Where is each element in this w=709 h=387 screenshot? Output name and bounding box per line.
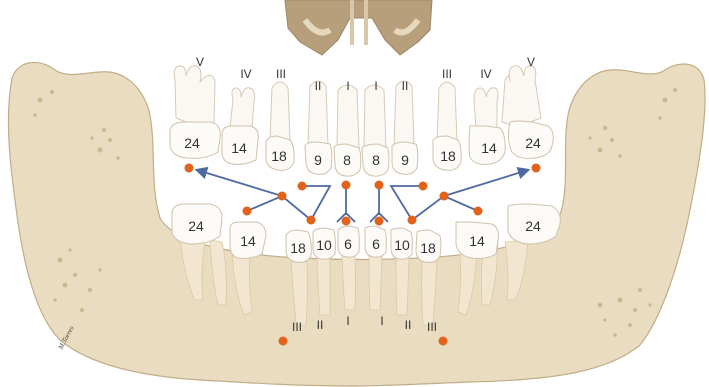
path-left-premolar: [247, 196, 311, 220]
lower-number-label: 6: [372, 236, 380, 252]
upper-number-label: 8: [372, 152, 380, 168]
dot: [474, 207, 483, 216]
dot: [532, 164, 541, 173]
upper-roman-label: III: [442, 67, 452, 81]
upper-number-label: 14: [231, 140, 247, 156]
dot: [375, 181, 384, 190]
lower-number-label: 6: [344, 236, 352, 252]
dot: [278, 192, 287, 201]
lower-number-label: 14: [469, 233, 485, 249]
lower-roman-label: II: [317, 318, 324, 332]
upper-roman-labels: V IV III II I I II III IV V: [196, 55, 535, 93]
upper-roman-label: II: [402, 79, 409, 93]
dot: [419, 182, 428, 191]
lower-number-label: 10: [394, 237, 410, 253]
lower-number-label: 14: [240, 233, 256, 249]
lower-number-label: 24: [188, 218, 204, 234]
dot: [298, 182, 307, 191]
upper-number-label: 18: [440, 148, 456, 164]
dot: [375, 217, 384, 226]
upper-number-label: 18: [271, 148, 287, 164]
dot: [408, 216, 417, 225]
arrow-upper-left: [197, 170, 282, 196]
upper-roman-label: IV: [480, 67, 491, 81]
dot: [243, 207, 252, 216]
upper-roman-label: V: [527, 55, 535, 69]
dot: [307, 216, 316, 225]
dot: [439, 337, 448, 346]
upper-roman-label: III: [276, 67, 286, 81]
dot: [185, 164, 194, 173]
lower-roman-label: III: [292, 320, 302, 334]
upper-number-label: 9: [401, 152, 409, 168]
lower-roman-label: II: [405, 318, 412, 332]
upper-roman-label: II: [315, 79, 322, 93]
arrow-upper-right: [444, 170, 528, 196]
dot: [342, 217, 351, 226]
lower-number-label: 18: [290, 240, 306, 256]
upper-number-label: 8: [343, 152, 351, 168]
upper-number-label: 24: [184, 135, 200, 151]
maxilla-fragment: [285, 0, 432, 55]
upper-roman-label: V: [196, 55, 204, 69]
lower-number-label: 18: [420, 240, 436, 256]
upper-roman-label: I: [346, 79, 349, 93]
upper-number-label: 9: [314, 152, 322, 168]
upper-roman-label: IV: [240, 67, 251, 81]
lower-roman-label: I: [346, 314, 349, 328]
lower-number-label: 10: [316, 237, 332, 253]
upper-roman-label: I: [374, 79, 377, 93]
dot: [279, 337, 288, 346]
upper-number-label: 14: [481, 140, 497, 156]
upper-number-label: 24: [525, 135, 541, 151]
lower-roman-label: III: [427, 320, 437, 334]
lower-roman-label: I: [380, 314, 383, 328]
dot: [440, 192, 449, 201]
lower-number-label: 24: [525, 218, 541, 234]
dot: [342, 181, 351, 190]
